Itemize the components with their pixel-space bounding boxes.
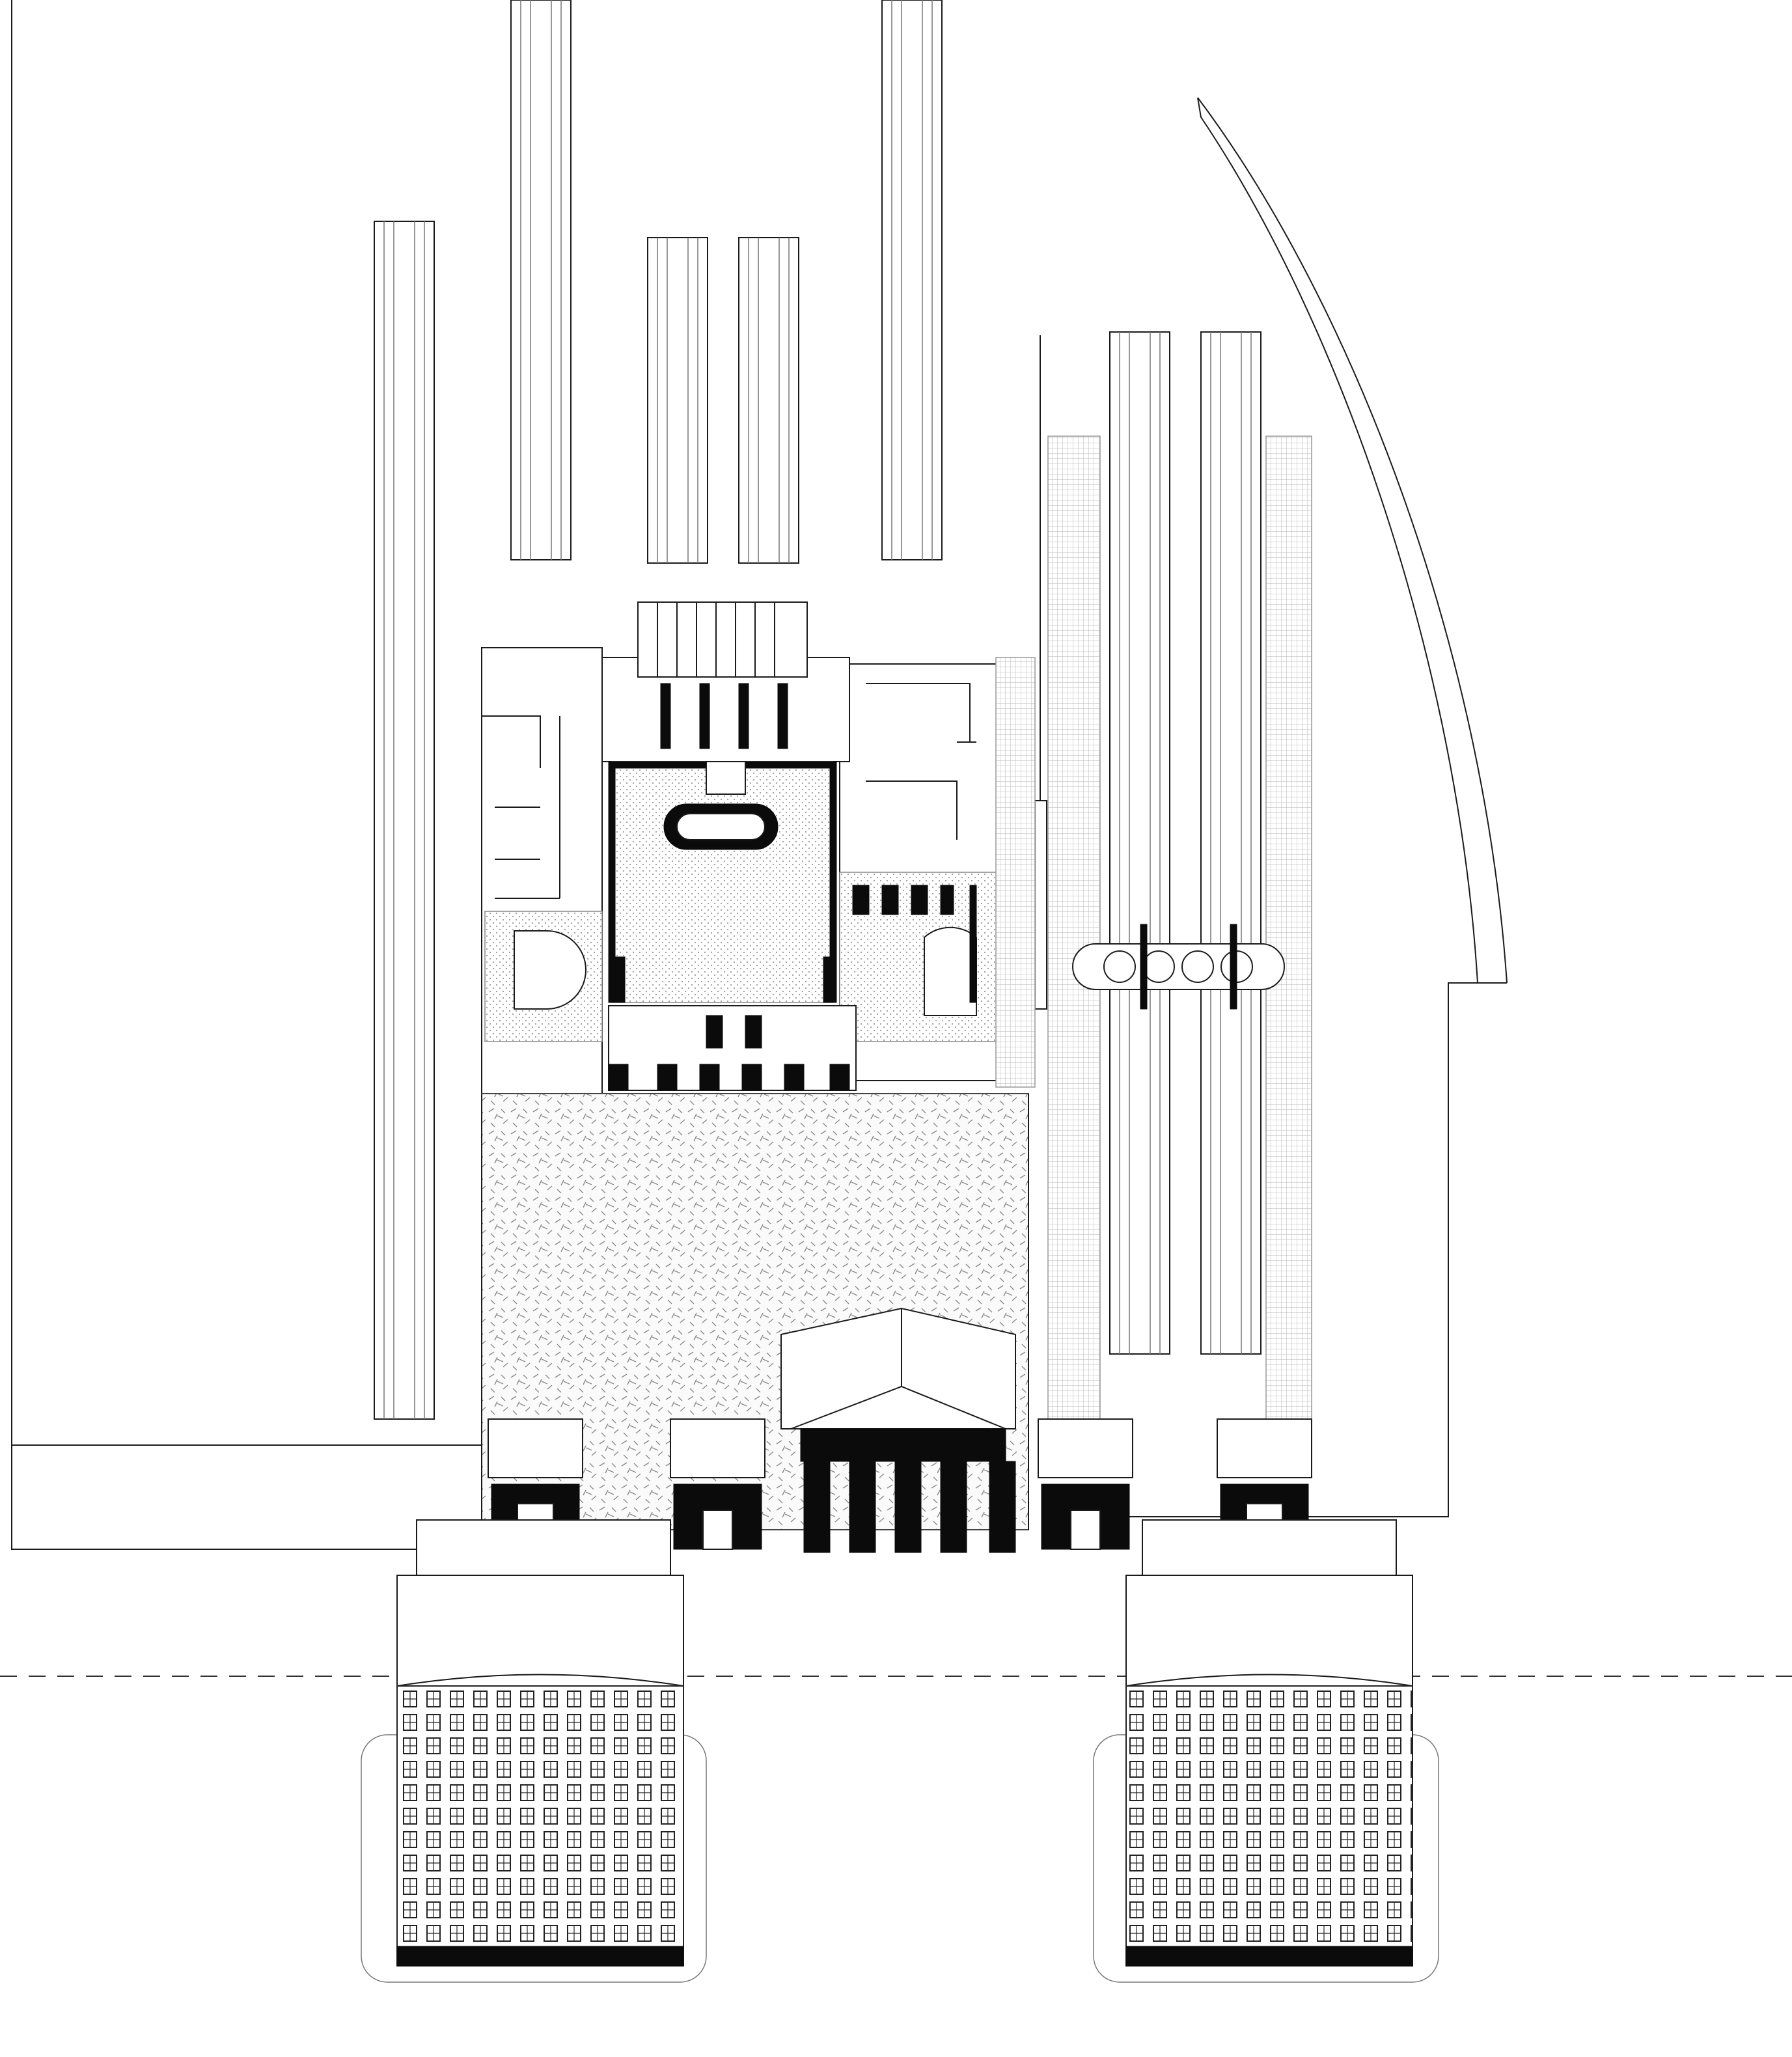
curved-train-shed-roof	[1197, 97, 1508, 984]
gatehouse-3	[1038, 1418, 1133, 1550]
station-concourse-hall	[601, 601, 850, 1003]
side-wings	[481, 647, 1036, 1098]
corner-building-east	[1093, 1519, 1439, 1983]
elliptical-kiosk	[1072, 924, 1285, 1010]
portico-entrance	[780, 1307, 1016, 1553]
gatehouse-4	[1217, 1418, 1312, 1524]
gatehouse-1	[488, 1418, 583, 1524]
platform-group-b	[510, 0, 572, 560]
platform-group-c	[647, 237, 799, 564]
gatehouse-2	[670, 1418, 765, 1550]
ticket-hall	[608, 1005, 857, 1091]
corner-building-west	[361, 1519, 707, 1983]
railway-platforms-east	[1034, 331, 1312, 1420]
platform-group-d	[881, 0, 943, 560]
railway-platforms-west	[374, 0, 943, 1420]
corner-buildings	[361, 1519, 1439, 1983]
platform-group-a	[374, 221, 435, 1420]
